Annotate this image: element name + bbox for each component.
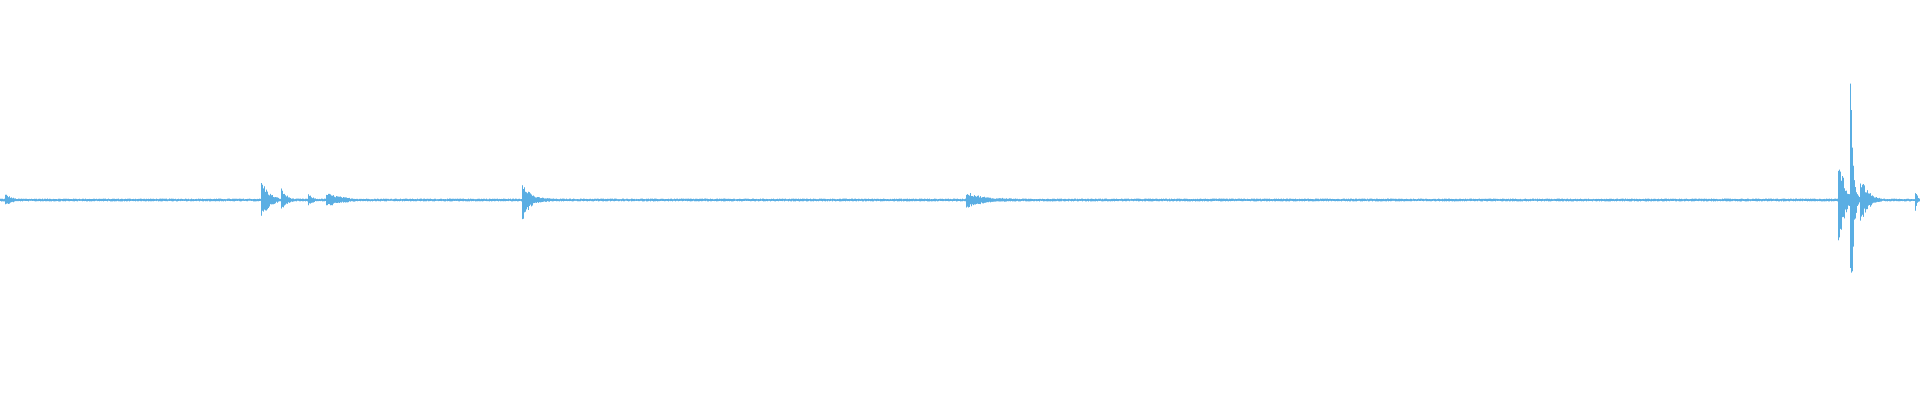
waveform-signal <box>0 83 1920 273</box>
